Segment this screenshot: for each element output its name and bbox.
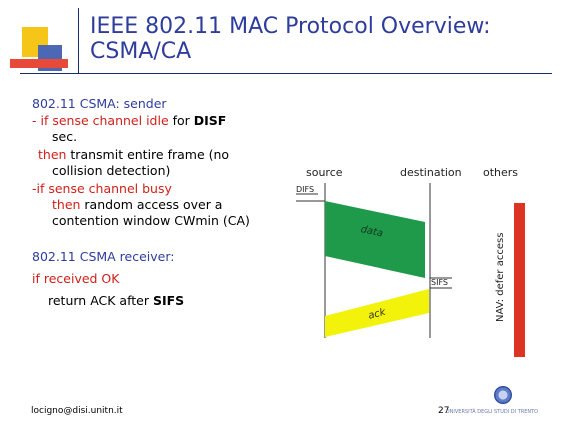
university-seal-icon [494, 386, 512, 404]
source-label: source [306, 166, 343, 179]
sender-line-2: sec. [52, 129, 78, 144]
title-divider-vertical [78, 8, 79, 74]
sender-for-text: for [168, 113, 194, 128]
title-divider-horizontal [20, 73, 552, 74]
sender-line-6: then random access over a [52, 197, 222, 213]
university-name: UNIVERSITÀ DEGLI STUDI DI TRENTO [446, 409, 539, 415]
title-decoration-red [10, 59, 68, 68]
nav-label: NAV: defer access [495, 233, 506, 322]
data-label: data [360, 224, 384, 239]
sender-line-1: - if sense channel idle for DISF [32, 113, 226, 129]
page-number: 27 [438, 406, 450, 416]
others-label: others [483, 166, 518, 179]
sender-random-text: random access over a [80, 197, 223, 212]
slide-title: IEEE 802.11 MAC Protocol Overview: CSMA/… [90, 14, 491, 64]
sifs-label: SIFS [431, 278, 448, 287]
destination-label: destination [400, 166, 462, 179]
sender-line-7: contention window CWmin (CA) [52, 213, 250, 228]
ack-label: ack [367, 307, 388, 322]
receiver-return-text: return ACK after [48, 293, 153, 308]
sender-line-3: then transmit entire frame (no [38, 147, 229, 163]
sender-idle-text: - if sense channel idle [32, 113, 169, 128]
sender-then-text-2: then [52, 197, 81, 212]
difs-label: DIFS [296, 185, 314, 194]
sender-heading: 802.11 CSMA: sender [32, 96, 167, 111]
receiver-line-2: return ACK after SIFS [48, 293, 184, 309]
ack-frame [325, 289, 429, 337]
receiver-heading: 802.11 CSMA receiver: [32, 249, 175, 264]
sender-disf-text: DISF [193, 113, 227, 128]
nav-bar [514, 203, 525, 357]
data-frame [325, 201, 425, 278]
sender-transmit-text: transmit entire frame (no [66, 147, 230, 162]
receiver-line-1: if received OK [32, 271, 120, 286]
receiver-sifs-text: SIFS [152, 293, 185, 308]
sender-line-5: -if sense channel busy [32, 181, 172, 196]
sender-line-4: collision detection) [52, 163, 171, 178]
footer-email: locigno@disi.unitn.it [31, 406, 123, 416]
sender-then-text: then [38, 147, 67, 162]
